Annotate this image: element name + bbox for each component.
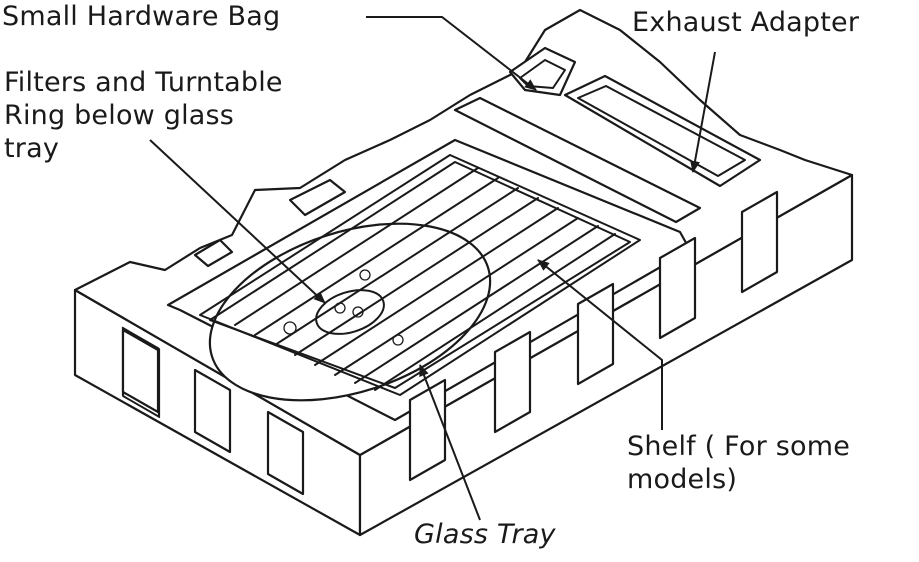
exhaust-adapter-compartment	[563, 74, 762, 188]
label-shelf: Shelf ( For some models)	[627, 431, 851, 495]
label-glass-tray: Glass Tray	[414, 519, 556, 550]
shelf-rack	[199, 154, 641, 396]
tray-side-cutouts	[121, 190, 779, 496]
leader-small-hardware-bag	[366, 16, 537, 91]
leader-glass-tray	[419, 364, 481, 521]
leader-filters	[149, 139, 326, 304]
leader-lines	[149, 16, 716, 521]
rear-slot	[453, 96, 702, 224]
left-slot-2	[193, 238, 234, 268]
leader-shelf	[537, 259, 663, 430]
left-slot	[288, 178, 347, 217]
leader-exhaust-adapter	[690, 51, 716, 173]
label-small-hardware-bag: Small Hardware Bag	[2, 1, 281, 32]
label-filters-turntable: Filters and Turntable Ring below glass t…	[4, 67, 283, 164]
label-exhaust-adapter: Exhaust Adapter	[632, 7, 860, 38]
